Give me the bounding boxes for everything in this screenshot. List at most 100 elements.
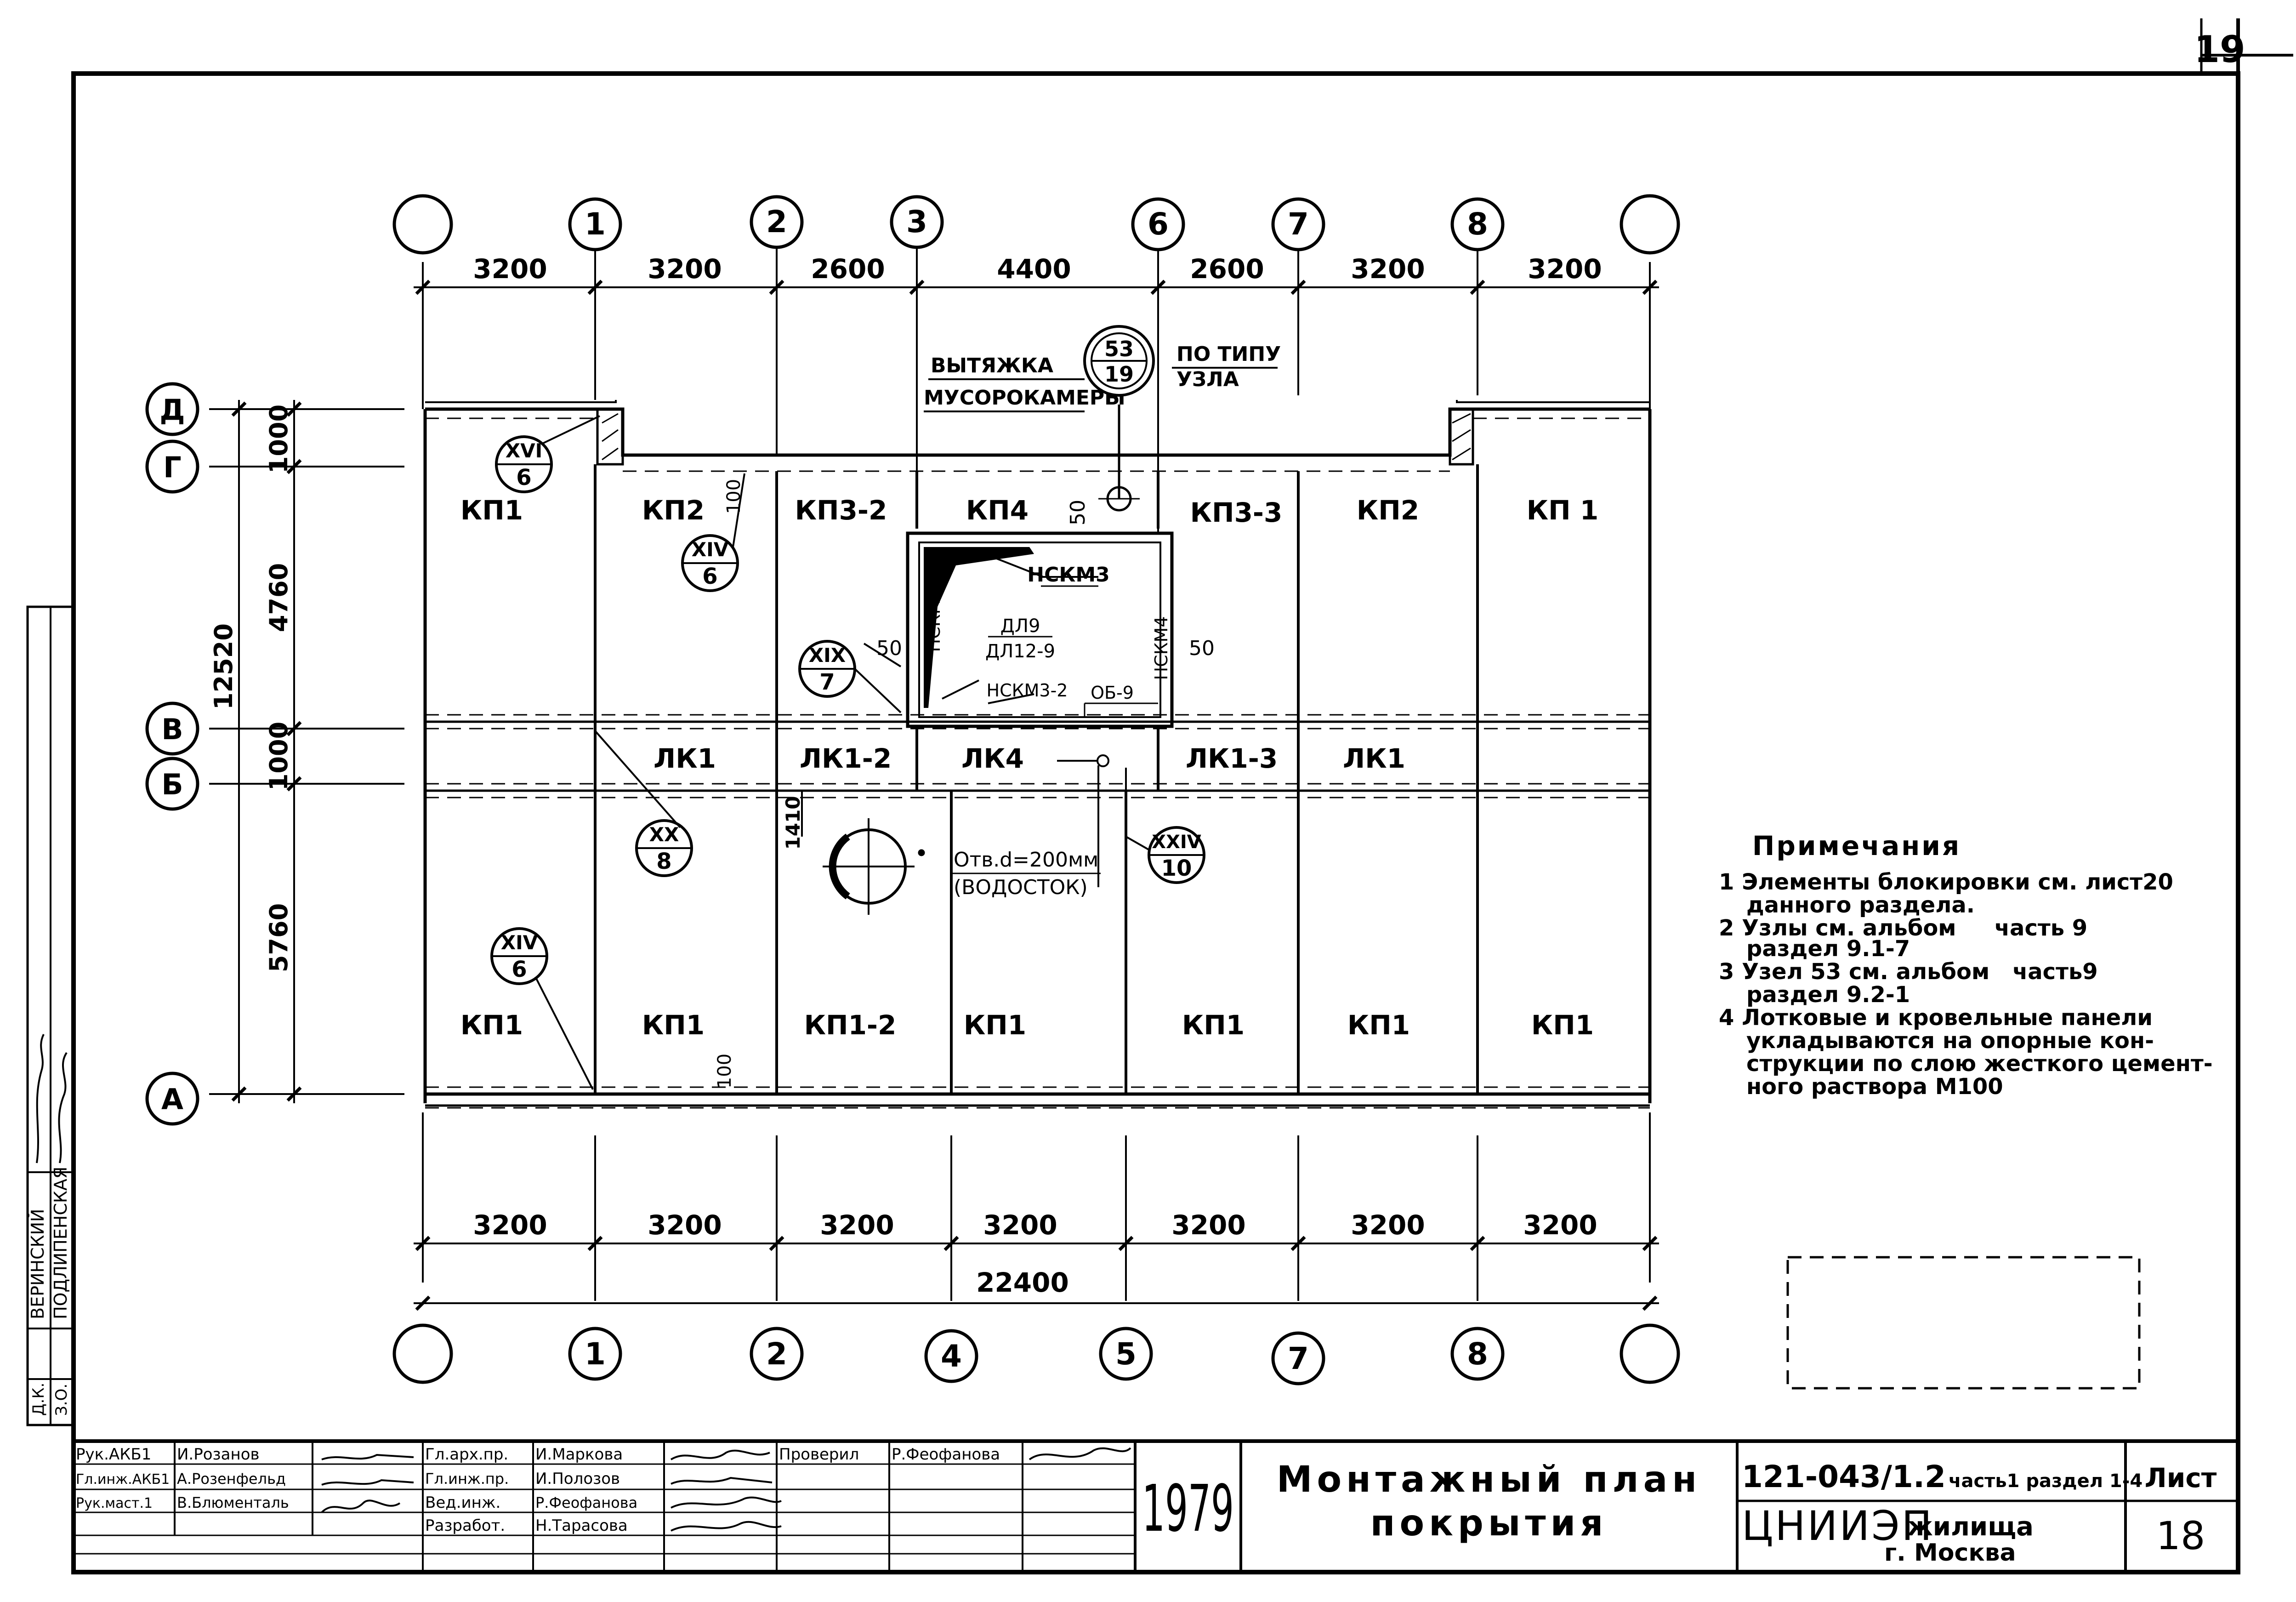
note-line: раздел 9.2-1: [1746, 982, 1910, 1008]
label-nskm4: НСКМ4: [1151, 616, 1171, 680]
panel-label: КП1: [460, 495, 523, 526]
side-stamp-code-2: З.О.: [52, 1384, 71, 1416]
tb-title-line1: Монтажный план: [1277, 1459, 1701, 1500]
tb-cell: Рук.АКБ1: [76, 1445, 151, 1464]
tb-cell: Вед.инж.: [425, 1494, 500, 1512]
drain-labels: Отв.d=200мм (ВОДОСТОК): [951, 848, 1101, 899]
label-nskm3-2: НСКМ3-2: [987, 680, 1068, 701]
dim-top: 2600: [1190, 253, 1264, 285]
axis-labels-bottom: 1 2 4 5 7 8: [585, 1336, 1488, 1376]
tb-cell: И.Розанов: [177, 1445, 260, 1464]
axis-bubbles-bottom: [392, 1323, 1680, 1385]
node-top: XIV: [692, 538, 729, 561]
label-dl12-9: ДЛ12-9: [985, 641, 1055, 662]
tb-year: 1979: [1142, 1471, 1234, 1546]
node-top: XVI: [506, 439, 543, 462]
node-bottom: 6: [516, 465, 531, 490]
dim-1410: 1410: [782, 796, 804, 850]
roof-plan: [423, 400, 1652, 1109]
panel-label: КП1: [1531, 1009, 1594, 1041]
tray-label: ЛК1: [654, 743, 716, 774]
axis-label: 2: [766, 204, 787, 239]
tb-city: г. Москва: [1884, 1539, 2016, 1567]
tb-cell: В.Блюменталь: [177, 1494, 289, 1511]
tb-cell: А.Розенфельд: [177, 1470, 286, 1488]
panel-label: КП 1: [1527, 495, 1599, 526]
dim-100-bottom: 100: [714, 1054, 735, 1089]
tray-label: ЛК1-3: [1186, 743, 1278, 774]
node-bottom: 8: [656, 849, 671, 874]
dimension-chain-top: [414, 281, 1659, 294]
label-ob-9: ОБ-9: [1091, 683, 1134, 703]
axis-labels-left: Д Г В Б А: [159, 393, 185, 1116]
node-bottom: 7: [819, 669, 835, 695]
vent-labels: ВЫТЯЖКА МУСОРОКАМЕРЫ ПО ТИПУ УЗЛА: [924, 342, 1281, 412]
label-nskm4-2: НСКМ4-2: [924, 571, 944, 652]
tb-cell: Н.Тарасова: [535, 1516, 628, 1535]
label-uzla: УЗЛА: [1176, 368, 1239, 391]
dim-top: 3200: [1351, 253, 1425, 285]
dim-top: 3200: [473, 253, 547, 285]
panel-label: КП3-3: [1190, 497, 1283, 528]
tray-label: ЛК4: [961, 743, 1024, 774]
dim-50-left: 50: [876, 637, 902, 660]
panel-label: КП1: [1182, 1009, 1245, 1041]
notes-block: Примечания 1 Элементы блокировки см. лис…: [1719, 830, 2213, 1100]
node-top: XIV: [501, 931, 538, 954]
panel-label: КП1-2: [804, 1009, 897, 1041]
axis-label: 1: [585, 206, 606, 242]
tb-sheet-label: Лист: [2145, 1462, 2217, 1494]
node-top: XIX: [809, 644, 846, 667]
panel-label: КП3-2: [795, 495, 887, 526]
dashed-stamp-box: [1786, 1256, 2141, 1390]
dimension-texts-bottom: 3200 3200 3200 3200 3200 3200 3200 22400: [473, 1209, 1597, 1298]
title-block-grid-texts: Рук.АКБ1 И.Розанов Гл.арх.пр. И.Маркова …: [76, 1445, 1000, 1535]
label-dl9: ДЛ9: [1000, 616, 1040, 637]
tray-label: ЛК1-2: [800, 743, 892, 774]
axis-labels-top: 1 2 3 6 7 8: [585, 204, 1488, 242]
note-line: ного раствора М100: [1746, 1074, 2003, 1100]
tb-code-part: часть1 раздел 1-4: [1949, 1471, 2143, 1492]
dimension-texts-top: 3200 3200 2600 4400 2600 3200 3200: [473, 253, 1602, 285]
axis-label: В: [161, 713, 183, 746]
dimension-chain-left: [233, 400, 301, 1103]
tray-labels: ЛК1 ЛК1-2 ЛК4 ЛК1-3 ЛК1: [654, 743, 1405, 774]
dim-top: 3200: [1528, 253, 1602, 285]
dim-top: 2600: [811, 253, 885, 285]
tb-cell: Гл.арх.пр.: [425, 1445, 508, 1464]
axis-label: 3: [906, 204, 927, 239]
axis-label: Г: [163, 450, 182, 484]
tb-cell: Гл.инж.АКБ1: [76, 1471, 170, 1488]
axis-label: 2: [766, 1336, 787, 1372]
node-bottom: 10: [1161, 855, 1192, 881]
drain-symbol: [801, 791, 925, 915]
dimension-chain-bottom: [414, 1237, 1659, 1310]
axis-label: 4: [941, 1339, 962, 1374]
tb-cell: Р.Феофанова: [892, 1445, 1000, 1464]
node-top: XXIV: [1152, 832, 1201, 853]
label-po-tipu: ПО ТИПУ: [1176, 342, 1281, 366]
panel-label: КП1: [642, 1009, 705, 1041]
tb-title-line2: покрытия: [1370, 1503, 1608, 1544]
panel-labels-bottom: КП1 КП1 КП1-2 КП1 КП1 КП1 КП1: [460, 1009, 1594, 1041]
dim-total-bottom: 22400: [976, 1267, 1069, 1298]
tb-org-suffix: жилища: [1907, 1512, 2034, 1542]
side-stamp-name-2: ПОДЛИПЕНСКАЯ: [51, 1167, 71, 1319]
label-vodostok: (ВОДОСТОК): [954, 876, 1088, 899]
tb-cell: Рук.маст.1: [76, 1495, 153, 1511]
note-line: 4 Лотковые и кровельные панели: [1719, 1005, 2153, 1031]
side-stamp-code-1: Д.К.: [29, 1383, 48, 1416]
dim-bottom: 3200: [1523, 1209, 1597, 1241]
tray-label: ЛК1: [1343, 743, 1405, 774]
note-line: 2 Узлы см. альбом часть 9: [1719, 915, 2087, 941]
dim-50-top: 50: [1066, 500, 1090, 525]
axis-label: 5: [1115, 1336, 1137, 1372]
dim-bottom: 3200: [648, 1209, 722, 1241]
panel-label: КП1: [1347, 1009, 1410, 1041]
node-bottom: 6: [511, 957, 527, 982]
node-bottom: 19: [1104, 362, 1134, 387]
axis-label: 8: [1467, 1336, 1488, 1372]
note-line: 1 Элементы блокировки см. лист20: [1719, 869, 2173, 895]
side-stamp-signature-1: [36, 1034, 45, 1163]
